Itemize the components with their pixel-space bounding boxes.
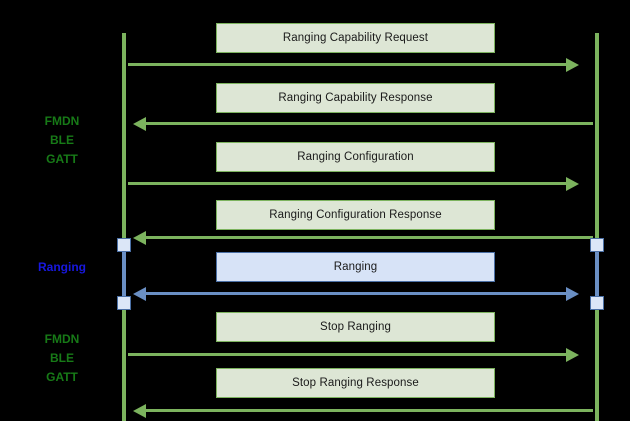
message-label: Ranging Configuration Response (269, 209, 442, 221)
message-box-ranging-configuration-response[interactable]: Ranging Configuration Response (216, 200, 495, 230)
arrow-line-stop-ranging (128, 353, 568, 356)
left-lifeline-segment-green-top (122, 33, 126, 247)
message-label: Ranging Configuration (297, 151, 414, 163)
right-activation-start-marker (590, 238, 604, 252)
arrow-head-stop-ranging (566, 347, 579, 362)
message-label: Ranging Capability Request (282, 32, 429, 44)
arrow-head-ranging-left (133, 286, 146, 301)
arrow-head-ranging-configuration-response (133, 230, 146, 245)
arrow-head-ranging-capability-response (133, 116, 146, 131)
phase-label-fmdn-ble-gatt-bottom: FMDN BLE GATT (44, 332, 80, 384)
arrow-head-stop-ranging-response (133, 403, 146, 418)
arrow-head-ranging-capability-request (566, 57, 579, 72)
arrow-line-ranging-configuration-response (146, 236, 593, 239)
arrow-line-stop-ranging-response (146, 409, 593, 412)
message-box-stop-ranging-response[interactable]: Stop Ranging Response (216, 368, 495, 398)
arrow-head-ranging-right (566, 286, 579, 301)
message-box-ranging-configuration[interactable]: Ranging Configuration (216, 142, 495, 172)
message-label: Stop Ranging Response (292, 377, 419, 389)
message-box-stop-ranging[interactable]: Stop Ranging (216, 312, 495, 342)
arrow-line-ranging-capability-request (128, 63, 568, 66)
message-label: Ranging Capability Response (278, 92, 433, 104)
arrow-line-ranging (146, 292, 568, 295)
message-label: Ranging (333, 261, 378, 273)
message-box-ranging-capability-response[interactable]: Ranging Capability Response (216, 83, 495, 113)
message-box-ranging[interactable]: Ranging (216, 252, 495, 282)
arrow-head-ranging-configuration (566, 176, 579, 191)
phase-label-fmdn-ble-gatt-top: FMDN BLE GATT (44, 114, 80, 166)
left-activation-start-marker (117, 238, 131, 252)
left-lifeline-segment-blue (122, 247, 126, 305)
left-lifeline-segment-green-bottom (122, 305, 126, 421)
arrow-line-ranging-configuration (128, 182, 568, 185)
right-lifeline-segment-blue (595, 247, 599, 305)
arrow-line-ranging-capability-response (146, 122, 593, 125)
right-activation-end-marker (590, 296, 604, 310)
message-box-ranging-capability-request[interactable]: Ranging Capability Request (216, 23, 495, 53)
right-lifeline-segment-green-top (595, 33, 599, 247)
right-lifeline-segment-green-bottom (595, 305, 599, 421)
message-label: Stop Ranging (320, 321, 391, 333)
phase-label-ranging: Ranging (38, 260, 86, 274)
left-activation-end-marker (117, 296, 131, 310)
